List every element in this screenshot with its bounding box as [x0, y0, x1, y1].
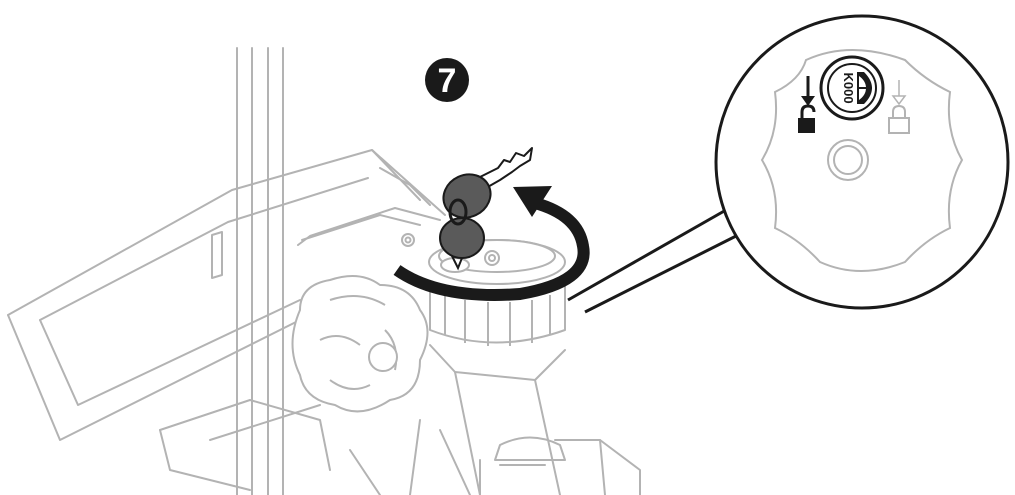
clamp-knob: [293, 276, 428, 411]
lock-cylinder-face: K000: [821, 57, 883, 119]
release-button: [828, 140, 868, 180]
lock-detail-magnifier: K000: [716, 16, 1008, 308]
step-number-badge: 7: [425, 58, 469, 102]
callout-connector: [568, 206, 752, 312]
step-number: 7: [438, 62, 457, 100]
key-code-label: K000: [841, 72, 856, 103]
